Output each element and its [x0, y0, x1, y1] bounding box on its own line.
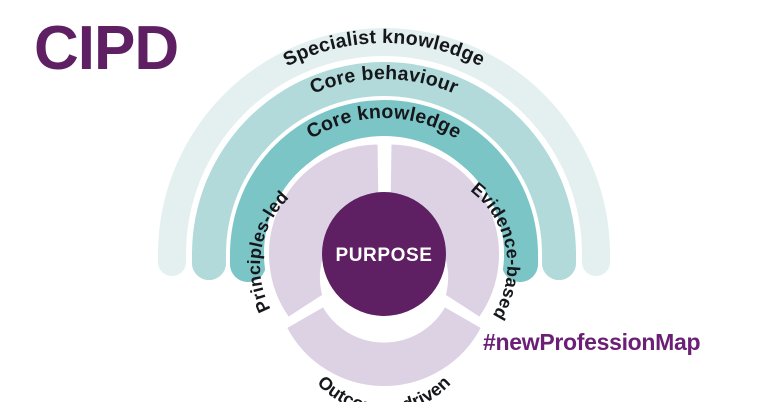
arc-band-core-behaviour[interactable]	[192, 62, 576, 280]
arc-band-specialist-knowledge[interactable]	[158, 28, 610, 276]
hashtag-new-profession-map: #newProfessionMap	[483, 329, 701, 355]
arc-band-core-knowledge[interactable]	[230, 100, 538, 282]
inner-ring	[264, 139, 504, 391]
cipd-logo: CIPD	[34, 14, 179, 83]
purpose-label: PURPOSE	[335, 245, 432, 266]
ring-segment-outcomes-driven[interactable]	[281, 301, 487, 391]
purpose-core-circle[interactable]	[322, 192, 446, 316]
